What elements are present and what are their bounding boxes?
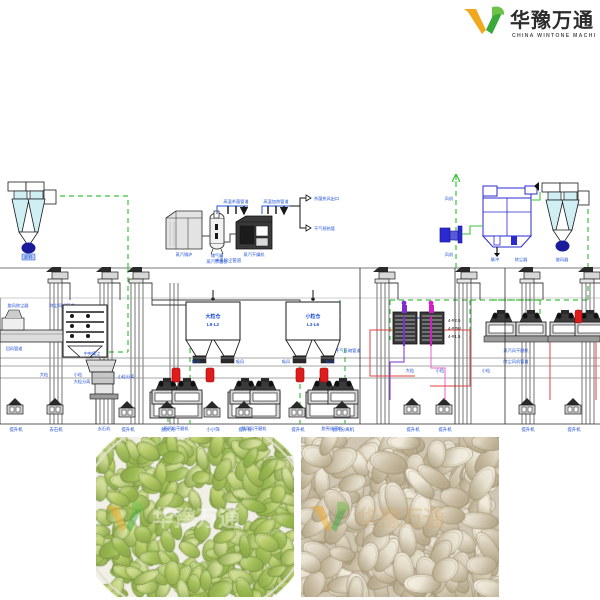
company-logo: 华豫万通 CHINA WINTONE MACHINERY (462, 3, 595, 41)
label-right-machine-1: 蒸汽风干磨机 (503, 347, 529, 354)
rotary-valves (574, 309, 583, 324)
label-hot-air-line: 高温杀菌管道 (223, 198, 249, 205)
label-fan-duct: 风机 (445, 195, 454, 202)
elevator-boots-row (6, 397, 582, 418)
label-dust-house: 除尘器 (515, 256, 528, 263)
bottom-label-11: 提升机 (567, 426, 581, 433)
bottom-label-6: 提升机 (291, 426, 305, 433)
mid-pipe-labels: 中央集尘 大粒 小粒 大粒分离 小粒分离 吸风 吸风 吸风 吸风 干气压缩管道 … (40, 347, 530, 385)
bottom-label-4: 小小筛 (206, 426, 220, 433)
logo-orange-swoosh (464, 9, 486, 34)
sorter-spec-3: 4-#1.5 (448, 334, 461, 339)
destoner-machine: 去石机 (85, 359, 119, 432)
label-outlet-2: 干气预热管 (314, 225, 335, 232)
photo-in-shell-pumpkin-seeds: 华豫万通 (301, 437, 499, 597)
pipe-label-left-b: 吸风 (236, 359, 245, 365)
label-steam-tank-sub: 蒸汽杀菌仓 (207, 258, 229, 265)
logo-green-swoosh (486, 11, 503, 34)
label-silo-small: 小粒仓 (305, 313, 321, 320)
pipe-label-smlsep: 小粒分离 (118, 373, 135, 380)
label-discharge-valve: 卸料 (24, 254, 33, 261)
label-central-dust-duct: 中央除尘管道 (215, 257, 242, 264)
pipe-label-left-a: 吸风 (192, 359, 201, 365)
pipe-label-big: 大粒 (40, 371, 48, 378)
pipe-label-center: 中央集尘 (84, 350, 101, 357)
right-machine-pair-1: 蒸汽风干磨机 (483, 309, 551, 354)
pipe-label-dry: 干气压缩管道 (335, 347, 361, 354)
elevator-heads-row (45, 266, 600, 284)
label-cyclone-right: 旋风器 (556, 256, 569, 263)
pipe-label-small: 小粒 (74, 371, 82, 378)
silo-small: 小粒仓 L3-L6 (285, 290, 341, 364)
label-return-duct: 回风管道 (6, 345, 24, 352)
right-machine-pair-2 (547, 309, 600, 343)
label-cyclone-duct-left: 旋风除尘器 (8, 302, 30, 309)
steam-boiler-section: 蒸汽锅炉 储气罐 蒸汽杀菌仓 蒸汽干燥机 (165, 194, 339, 265)
label-silo-small-spec: L3-L6 (307, 322, 320, 327)
logo-leaf-icon (492, 6, 505, 17)
color-sorter-units: 4-#2.5 4-#3W 4-#1.5 (392, 300, 462, 346)
dust-collection-right: 风机 风机 脉冲 除尘器 (439, 182, 590, 263)
multi-deck-sieve (62, 304, 108, 358)
label-boiler: 蒸汽锅炉 (176, 251, 193, 258)
pipe-label-r1: 大粒 (406, 367, 414, 374)
label-silo-big-spec: L9-L2 (207, 322, 220, 327)
bottom-label-0: 提升机 (9, 426, 23, 433)
colored-process-lines (369, 317, 597, 400)
red-feed-valves (171, 367, 329, 383)
label-dust-fan-duct: 除尘风机管道 (49, 302, 75, 309)
bottom-label-3: 脱大壳 (161, 426, 175, 433)
label-pulse: 脉冲 (491, 256, 499, 263)
pipe-label-left-c: 吸风 (282, 359, 291, 365)
cyclone-unit-right: 旋风器 (541, 182, 590, 263)
cyclone-unit-left: 卸料 (7, 181, 57, 261)
bottom-label-destoner: 去石机 (98, 425, 111, 432)
bottom-label-sheller-1: 蒸汽风干磨机 (163, 425, 189, 432)
bottom-label-5: 提升机 (238, 426, 252, 433)
bottom-label-row: 提升机 去石机 提升机 脱大壳 小小筛 提升机 提升机 脱壳分离机 提升机 提升… (9, 426, 581, 433)
air-heater-unit: 蒸汽干燥机 (235, 215, 273, 258)
label-air-heater: 蒸汽干燥机 (244, 251, 266, 258)
logo-svg: 华豫万通 CHINA WINTONE MACHINERY (464, 6, 595, 39)
bottom-label-10: 提升机 (521, 426, 535, 433)
pipe-label-r2: 小粒 (436, 367, 444, 374)
label-fan: 风机 (445, 251, 454, 258)
bottom-label-sheller-3: 脱壳风干机 (322, 425, 344, 432)
steam-tank-unit: 储气罐 蒸汽杀菌仓 (207, 210, 229, 265)
bottom-label-2: 提升机 (121, 426, 135, 433)
logo-en-text: CHINA WINTONE MACHINERY (512, 33, 595, 39)
pipe-label-r4: 除尘风机管道 (503, 358, 529, 365)
label-outlet-1: 杀菌热风出口 (314, 195, 339, 202)
boiler-unit: 蒸汽锅炉 (165, 210, 203, 258)
blower-fan-unit: 风机 风机 (439, 195, 463, 258)
bottom-label-1: 去石机 (49, 426, 63, 433)
logo-cn-text: 华豫万通 (510, 8, 594, 32)
silo-big: 大粒仓 L9-L2 (185, 290, 241, 364)
pulse-bag-filter-unit: 脉冲 除尘器 (481, 182, 539, 263)
label-steam-tank: 储气罐 (211, 252, 224, 259)
bottom-label-9: 提升机 (438, 426, 452, 433)
sorter-spec-1: 4-#2.5 (448, 318, 461, 323)
bottom-label-7: 脱壳分离机 (332, 426, 355, 433)
label-silo-big: 大粒仓 (205, 313, 221, 320)
label-dry-air-line: 高温加热管道 (263, 198, 289, 205)
pipe-label-r3: 小粒 (482, 367, 490, 374)
pipe-label-bigsep: 大粒分离 (74, 378, 91, 385)
pipe-label-left-d: 吸风 (326, 359, 335, 365)
bottom-label-8: 提升机 (406, 426, 420, 433)
photo-shelled-pumpkin-seeds: 华豫万通 (96, 437, 294, 597)
structural-frame-lines (0, 268, 506, 424)
bottom-label-sheller-2: 蒸汽风干磨机 (241, 425, 267, 432)
